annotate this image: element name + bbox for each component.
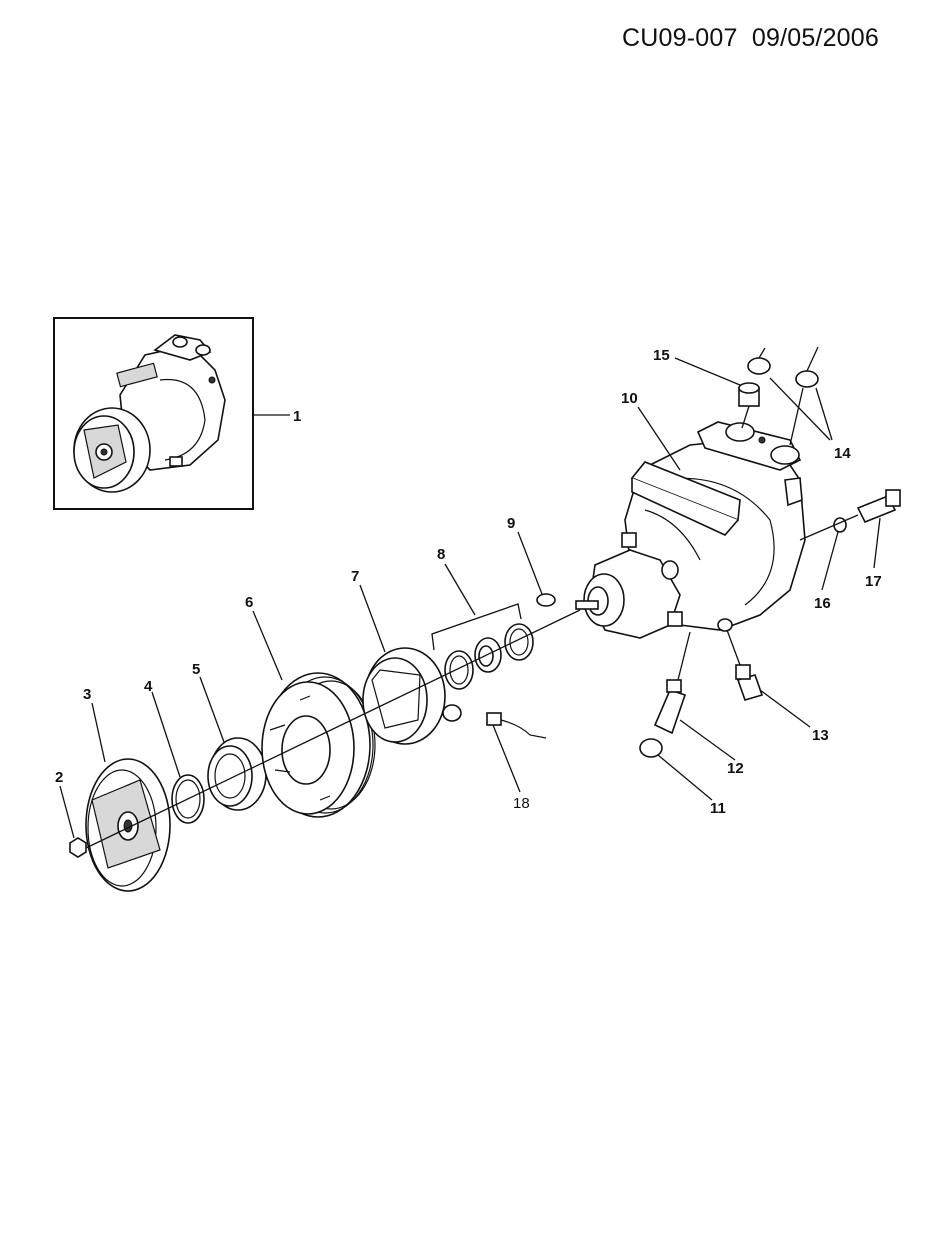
connector-part [486, 712, 547, 739]
callout-label: 8 [437, 546, 445, 563]
callout-label: 7 [351, 568, 359, 585]
o-ring-part [639, 738, 663, 758]
bearing-part [207, 737, 267, 811]
relief-valve-part [653, 679, 687, 735]
pulley-part [261, 672, 376, 818]
callout-label: 9 [507, 515, 515, 532]
compressor-body [575, 421, 806, 639]
seal-kit-part [444, 623, 534, 690]
nut-part [69, 837, 87, 858]
callout-label: 2 [55, 769, 63, 786]
coil-part [362, 647, 462, 745]
callout-label: 14 [834, 445, 851, 462]
callout-label: 15 [653, 347, 670, 364]
seal-washer-part [747, 357, 771, 375]
callout-label: 17 [865, 573, 882, 590]
callout-label: 1 [293, 408, 301, 425]
sensor-part [856, 489, 901, 524]
callout-label: 18 [513, 795, 530, 812]
callout-label: 6 [245, 594, 253, 611]
assembled-compressor-inset [53, 317, 254, 510]
clutch-plate-part [85, 758, 171, 892]
reference-date: 09/05/2006 [751, 24, 879, 52]
sleeve-part [738, 382, 760, 407]
callout-label: 4 [144, 678, 153, 695]
callout-label: 12 [727, 760, 744, 777]
diagram-reference-code: CU09-007 09/05/2006 [622, 24, 879, 53]
reference-code: CU09-007 [622, 24, 738, 52]
callout-label: 5 [192, 661, 200, 678]
key-part [536, 593, 556, 607]
pressure-switch-part [735, 664, 764, 701]
callout-label: 16 [814, 595, 831, 612]
callout-label: 13 [812, 727, 829, 744]
callout-label: 3 [83, 686, 91, 703]
callout-label: 11 [710, 800, 726, 817]
callout-label: 10 [621, 390, 638, 407]
